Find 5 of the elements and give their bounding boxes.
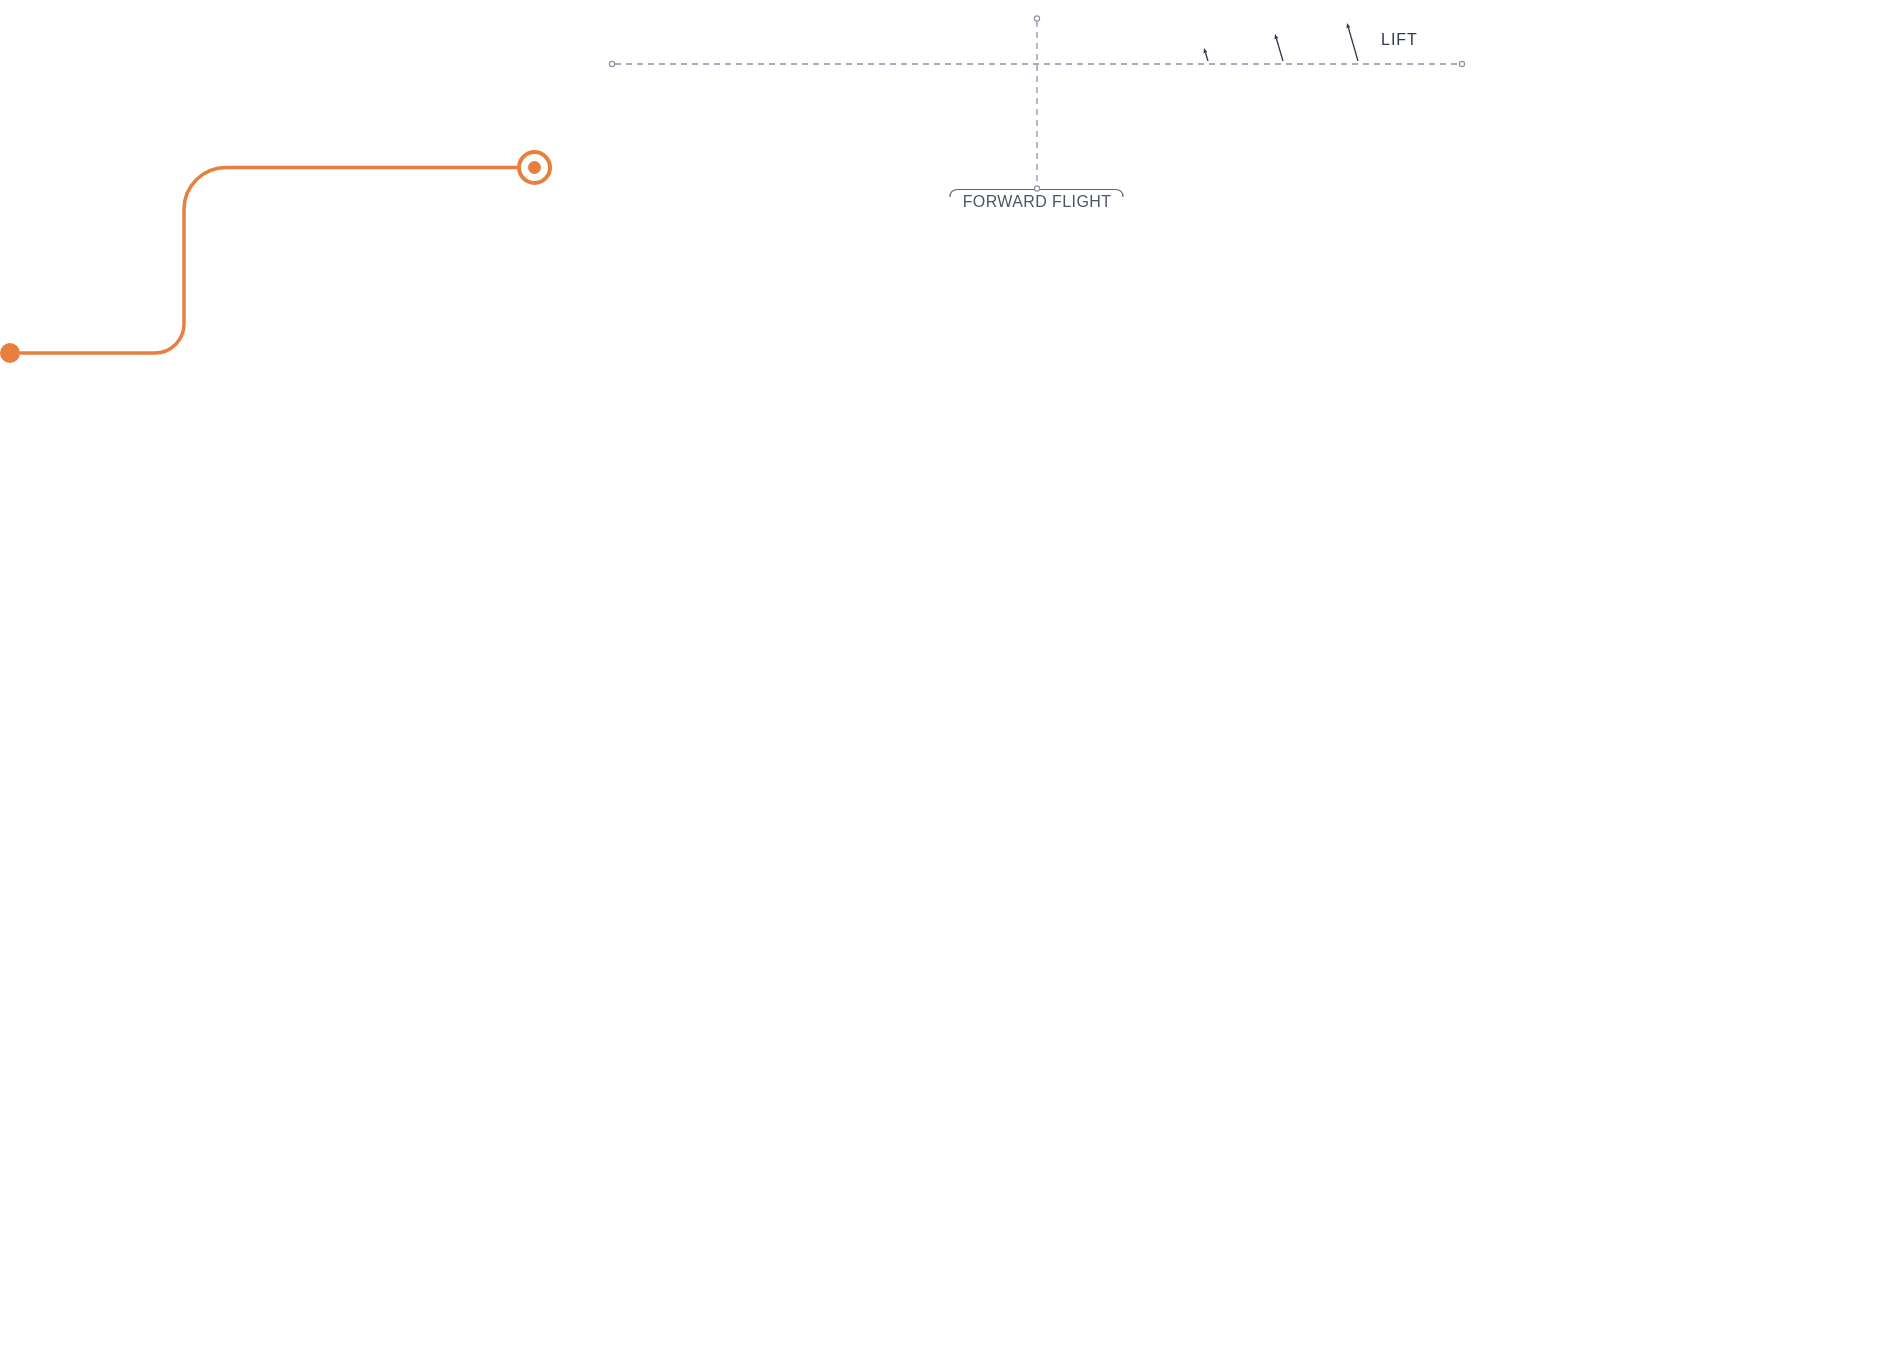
flight-mode-label: FORWARD FLIGHT [962,193,1112,211]
target-marker [517,150,552,185]
start-dot [0,343,20,363]
connector-line [20,165,517,355]
force-label: LIFT [1381,31,1418,49]
